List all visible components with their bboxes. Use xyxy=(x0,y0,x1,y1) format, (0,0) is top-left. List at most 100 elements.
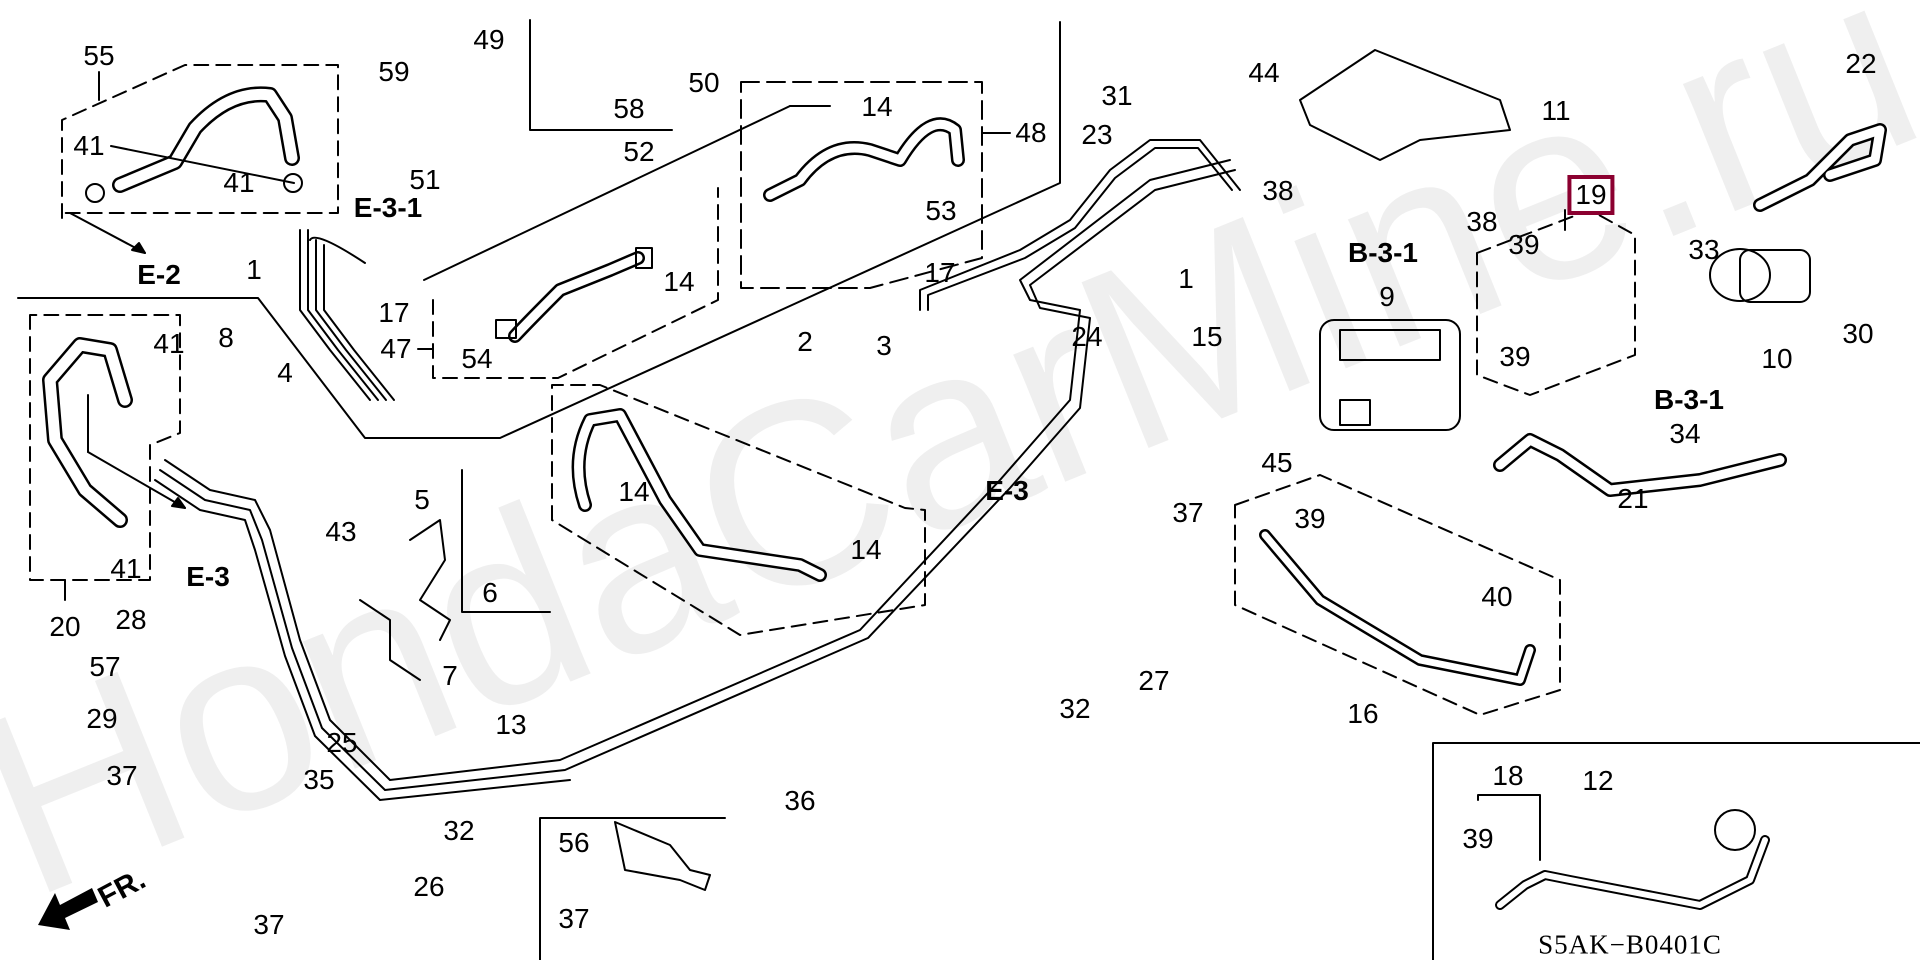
callout-43[interactable]: 43 xyxy=(325,516,357,547)
callout-52[interactable]: 52 xyxy=(623,136,655,167)
pipe-bundle[interactable] xyxy=(299,229,395,401)
callout-59[interactable]: 59 xyxy=(378,56,410,87)
hose-55[interactable] xyxy=(112,86,300,193)
filter-10[interactable] xyxy=(1709,248,1811,303)
callout-39[interactable]: 39 xyxy=(1499,341,1531,372)
callout-38[interactable]: 38 xyxy=(1262,175,1294,206)
bracket-11[interactable] xyxy=(1299,49,1511,161)
callout-48[interactable]: 48 xyxy=(1015,117,1047,148)
callout-14[interactable]: 14 xyxy=(850,534,882,565)
callout-11[interactable]: 11 xyxy=(1541,95,1571,126)
callout-37[interactable]: 37 xyxy=(253,909,285,940)
hose-16[interactable] xyxy=(1259,529,1536,686)
callout-37[interactable]: 37 xyxy=(1172,497,1204,528)
callout-6[interactable]: 6 xyxy=(482,577,498,608)
callout-50[interactable]: 50 xyxy=(688,67,720,98)
callout-54[interactable]: 54 xyxy=(461,343,493,374)
callout-51[interactable]: 51 xyxy=(409,164,441,195)
callout-37[interactable]: 37 xyxy=(558,903,590,934)
callout-23[interactable]: 23 xyxy=(1081,119,1113,150)
callout-39[interactable]: 39 xyxy=(1462,823,1494,854)
callout-32[interactable]: 32 xyxy=(443,815,475,846)
callout-41[interactable]: 41 xyxy=(153,328,185,359)
hose-48[interactable] xyxy=(763,117,965,202)
callout-40[interactable]: 40 xyxy=(1481,581,1513,612)
callout-36[interactable]: 36 xyxy=(784,785,816,816)
callout-14[interactable]: 14 xyxy=(663,266,695,297)
callout-57[interactable]: 57 xyxy=(89,651,121,682)
callout-24[interactable]: 24 xyxy=(1071,321,1103,352)
callout-1[interactable]: 1 xyxy=(1178,263,1194,294)
hose-2[interactable] xyxy=(571,408,827,582)
callout-5[interactable]: 5 xyxy=(414,484,430,515)
ref-B-3-1[interactable]: B-3-1 xyxy=(1653,384,1725,415)
callout-12[interactable]: 12 xyxy=(1582,765,1614,796)
callout-38[interactable]: 38 xyxy=(1466,206,1498,237)
callout-19-highlighted[interactable]: 19 xyxy=(1567,175,1615,215)
hose-47[interactable] xyxy=(508,251,645,343)
grommet[interactable] xyxy=(1714,809,1756,851)
callout-4[interactable]: 4 xyxy=(277,357,293,388)
callout-41[interactable]: 41 xyxy=(110,553,142,584)
callout-27[interactable]: 27 xyxy=(1138,665,1170,696)
callout-34[interactable]: 34 xyxy=(1669,418,1701,449)
ref-E-3[interactable]: E-3 xyxy=(985,475,1029,506)
callout-21[interactable]: 21 xyxy=(1617,483,1649,514)
callout-44[interactable]: 44 xyxy=(1248,57,1280,88)
callout-22[interactable]: 22 xyxy=(1845,48,1877,79)
callout-41[interactable]: 41 xyxy=(73,130,105,161)
callout-20[interactable]: 20 xyxy=(49,611,81,642)
callout-10[interactable]: 10 xyxy=(1761,343,1793,374)
callout-17[interactable]: 17 xyxy=(924,257,956,288)
pipe-17[interactable] xyxy=(919,139,1241,311)
bracket-56[interactable] xyxy=(614,821,711,891)
ref-E-3-1[interactable]: E-3-1 xyxy=(353,192,423,223)
canister-9[interactable] xyxy=(1319,319,1461,431)
callout-55[interactable]: 55 xyxy=(83,40,115,71)
callout-32[interactable]: 32 xyxy=(1059,693,1091,724)
fitting[interactable] xyxy=(495,319,517,339)
callout-15[interactable]: 15 xyxy=(1191,321,1223,352)
callout-39[interactable]: 39 xyxy=(1508,229,1540,260)
callout-45[interactable]: 45 xyxy=(1261,447,1293,478)
bracket-7[interactable] xyxy=(359,599,421,681)
callout-17[interactable]: 17 xyxy=(378,297,410,328)
callout-14[interactable]: 14 xyxy=(618,476,650,507)
callout-2[interactable]: 2 xyxy=(797,326,813,357)
callout-35[interactable]: 35 xyxy=(303,764,335,795)
callout-30[interactable]: 30 xyxy=(1842,318,1874,349)
breather-pipe[interactable] xyxy=(1495,835,1770,910)
callout-49[interactable]: 49 xyxy=(473,24,505,55)
hose-21[interactable] xyxy=(1493,433,1787,497)
callout-16[interactable]: 16 xyxy=(1347,698,1379,729)
callout-29[interactable]: 29 xyxy=(86,703,118,734)
hose-20[interactable] xyxy=(42,337,133,528)
callout-7[interactable]: 7 xyxy=(442,660,458,691)
callout-37[interactable]: 37 xyxy=(106,760,138,791)
fitting[interactable] xyxy=(635,247,653,269)
main-fuel-lines[interactable] xyxy=(154,159,1236,801)
callout-1[interactable]: 1 xyxy=(246,254,262,285)
ref-B-3-1[interactable]: B-3-1 xyxy=(1347,237,1419,268)
callout-28[interactable]: 28 xyxy=(115,604,147,635)
callout-53[interactable]: 53 xyxy=(925,195,957,226)
callout-9[interactable]: 9 xyxy=(1379,281,1395,312)
callout-47[interactable]: 47 xyxy=(380,333,412,364)
hose-22[interactable] xyxy=(1753,123,1887,212)
clamp-41[interactable] xyxy=(283,173,303,193)
callout-3[interactable]: 3 xyxy=(876,330,892,361)
bracket-5[interactable] xyxy=(409,519,451,641)
callout-26[interactable]: 26 xyxy=(413,871,445,902)
callout-33[interactable]: 33 xyxy=(1688,234,1720,265)
callout-56[interactable]: 56 xyxy=(558,827,590,858)
callout-58[interactable]: 58 xyxy=(613,93,645,124)
callout-18[interactable]: 18 xyxy=(1492,760,1524,791)
callout-25[interactable]: 25 xyxy=(326,727,358,758)
clamp-41[interactable] xyxy=(85,183,105,203)
callout-31[interactable]: 31 xyxy=(1101,80,1133,111)
callout-41[interactable]: 41 xyxy=(223,167,255,198)
ref-E-2[interactable]: E-2 xyxy=(137,259,181,290)
ref-E-3[interactable]: E-3 xyxy=(186,561,230,592)
callout-8[interactable]: 8 xyxy=(218,322,234,353)
callout-39[interactable]: 39 xyxy=(1294,503,1326,534)
